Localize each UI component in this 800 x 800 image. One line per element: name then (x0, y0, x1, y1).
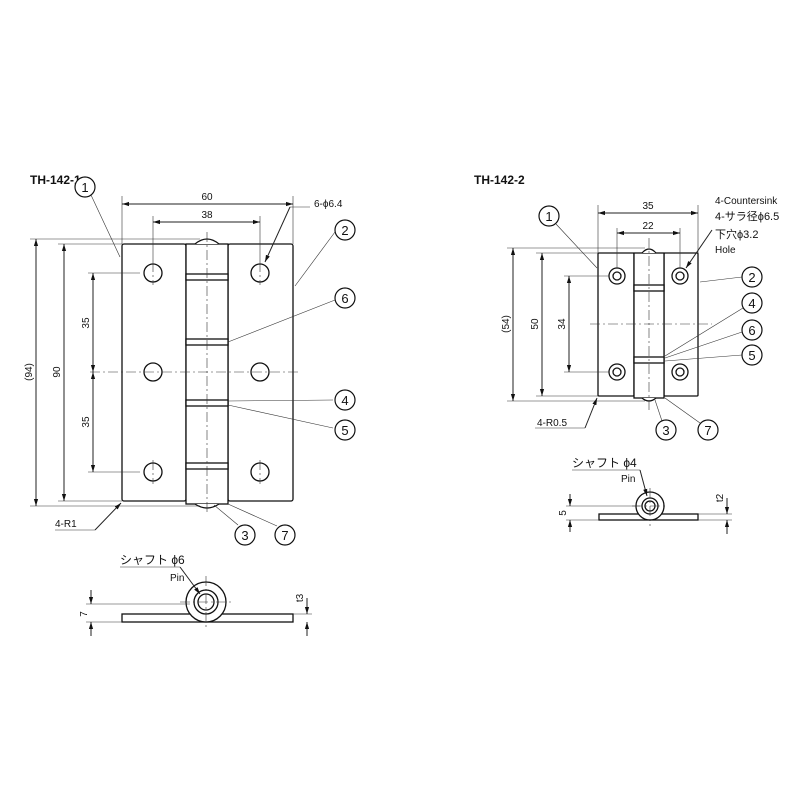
right-balloons: 1 2 4 6 5 3 7 (538, 205, 763, 441)
note-countersink-jp: 4-サラ径ϕ6.5 (715, 210, 779, 223)
note-hole-jp: 下穴ϕ3.2 (715, 227, 758, 241)
dim-hole-pitch: 38 (201, 210, 213, 221)
balloon-1-r: 1 (545, 209, 552, 224)
left-hinge-side: シャフト ϕ6 Pin 7 t3 (79, 553, 312, 636)
balloon-2-r: 2 (748, 270, 755, 285)
note-pin: Pin (170, 573, 184, 584)
left-title: TH-142-1 (30, 173, 81, 187)
note-hole-en: Hole (715, 245, 736, 256)
note-pin-r: Pin (621, 474, 635, 485)
dim-plate-height: 90 (52, 366, 63, 378)
left-dimensions: 60 38 (94) 90 35 35 6-ϕ6.4 4-R1 (24, 192, 343, 531)
balloon-6-r: 6 (748, 323, 755, 338)
right-hinge-front (590, 238, 712, 410)
dim-pitch-r: 34 (557, 318, 568, 330)
balloon-4: 4 (341, 393, 348, 408)
right-hinge-side: シャフト ϕ4 Pin 5 t2 (558, 456, 732, 534)
dim-overall-height: (94) (24, 363, 35, 381)
balloon-7: 7 (281, 528, 288, 543)
balloon-5-r: 5 (748, 348, 755, 363)
left-hinge-front (90, 232, 300, 515)
balloon-3-r: 3 (662, 423, 669, 438)
left-balloons: 1 2 6 4 5 3 7 (74, 176, 356, 546)
balloon-4-r: 4 (748, 296, 755, 311)
dim-sheet-r: t2 (715, 493, 726, 502)
dim-pitch-upper: 35 (81, 317, 92, 329)
dim-sheet: t3 (295, 593, 306, 602)
right-title: TH-142-2 (474, 173, 525, 187)
balloon-6: 6 (341, 291, 348, 306)
balloon-2: 2 (341, 223, 348, 238)
note-radius: 4-R1 (55, 519, 77, 530)
balloon-7-r: 7 (704, 423, 711, 438)
note-shaft-r: シャフト ϕ4 (572, 456, 637, 470)
dim-plate-height-r: 50 (530, 318, 541, 330)
dim-width: 60 (201, 192, 213, 203)
balloon-3: 3 (241, 528, 248, 543)
dim-width-r: 35 (642, 201, 654, 212)
note-holes: 6-ϕ6.4 (314, 199, 343, 210)
note-radius-r: 4-R0.5 (537, 418, 567, 429)
note-countersink-en: 4-Countersink (715, 196, 778, 207)
balloon-1: 1 (81, 180, 88, 195)
dim-pitch-lower: 35 (81, 416, 92, 428)
dim-thickness-r: 5 (558, 510, 569, 516)
balloon-5: 5 (341, 423, 348, 438)
dim-thickness: 7 (79, 611, 90, 617)
right-dimensions: 35 22 (54) 50 34 4-Countersink 4-サラ径ϕ6.5… (501, 196, 779, 429)
dim-overall-height-r: (54) (501, 315, 512, 333)
dim-hole-pitch-r: 22 (642, 221, 654, 232)
note-shaft: シャフト ϕ6 (120, 553, 185, 567)
